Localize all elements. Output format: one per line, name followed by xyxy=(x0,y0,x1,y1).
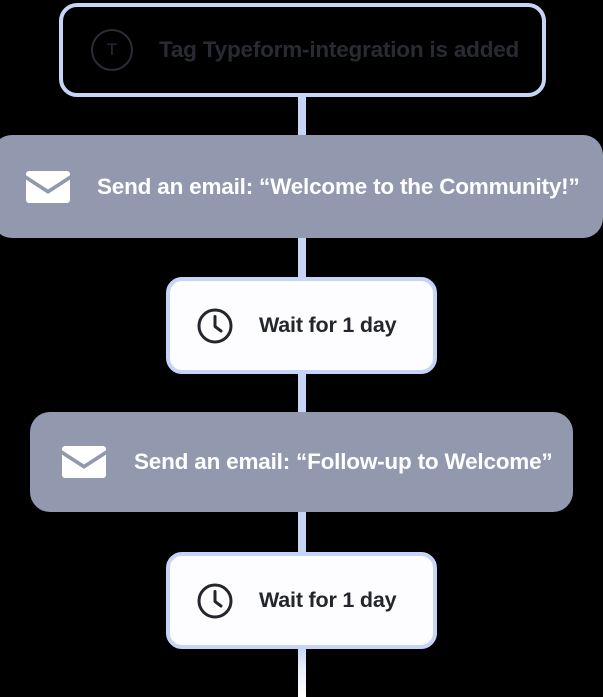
envelope-icon xyxy=(62,446,106,478)
connector-email-1-to-wait-1 xyxy=(297,228,306,284)
connector-email-2-to-wait-2 xyxy=(297,504,306,560)
flow-node-wait-2[interactable]: Wait for 1 day xyxy=(166,552,437,649)
flow-node-email-2[interactable]: Send an email: “Follow-up to Welcome” xyxy=(30,412,573,512)
connector-wait-2-to-next xyxy=(297,648,306,697)
clock-icon xyxy=(196,582,234,620)
flow-node-email-2-label: Send an email: “Follow-up to Welcome” xyxy=(134,449,553,474)
flow-node-email-1[interactable]: Send an email: “Welcome to the Community… xyxy=(0,135,603,238)
flow-node-trigger[interactable]: T Tag Typeform-integration is added xyxy=(59,3,546,97)
flow-node-wait-1-label: Wait for 1 day xyxy=(259,313,397,337)
connector-wait-1-to-email-2 xyxy=(297,364,306,418)
tag-avatar-initial: T xyxy=(91,29,133,71)
clock-icon xyxy=(196,307,234,345)
flow-node-wait-1[interactable]: Wait for 1 day xyxy=(166,277,437,374)
connector-trigger-to-email-1 xyxy=(297,86,306,140)
tag-avatar-icon: T xyxy=(91,29,133,71)
flow-node-email-1-label: Send an email: “Welcome to the Community… xyxy=(97,173,580,199)
flow-node-wait-2-label: Wait for 1 day xyxy=(259,588,397,612)
flow-node-trigger-label: Tag Typeform-integration is added xyxy=(159,37,520,62)
envelope-icon xyxy=(26,170,70,203)
